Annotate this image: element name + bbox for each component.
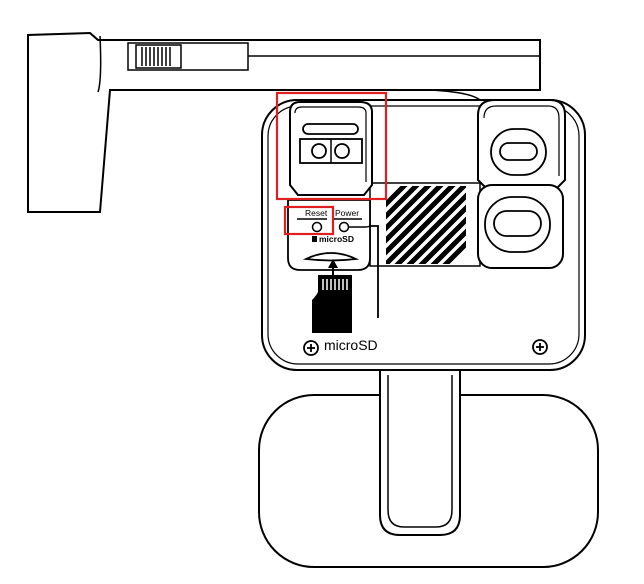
mount-slider-ribs <box>141 47 171 66</box>
upper-button[interactable] <box>499 142 538 161</box>
highlight-cover-flap <box>275 91 388 201</box>
power-label: Power <box>335 208 359 218</box>
latch-hole-right <box>334 143 350 159</box>
microsd-label: microSD <box>324 337 378 353</box>
highlight-reset-button <box>283 205 335 236</box>
microsd-slot[interactable] <box>302 252 360 262</box>
sd-slot-icon <box>312 236 317 242</box>
mount-arm-inner <box>97 35 102 93</box>
latch-hole-left <box>311 143 327 159</box>
microsd-card-icon <box>312 275 352 333</box>
camera-stand <box>258 369 599 568</box>
power-callout-line <box>370 225 379 318</box>
body-inner <box>267 105 580 365</box>
microsd-slot-label: microSD <box>319 234 354 244</box>
reset-button[interactable] <box>311 221 323 233</box>
vent-grille <box>386 186 466 264</box>
flap-slot <box>302 123 359 135</box>
top-mount <box>27 31 541 213</box>
stand-neck-inner <box>387 375 453 528</box>
reset-label: Reset <box>305 208 328 218</box>
screw-right <box>532 339 548 355</box>
screw-left <box>303 340 319 356</box>
stand-neck <box>379 369 461 536</box>
power-port[interactable] <box>338 221 350 233</box>
lower-button[interactable] <box>493 210 542 237</box>
